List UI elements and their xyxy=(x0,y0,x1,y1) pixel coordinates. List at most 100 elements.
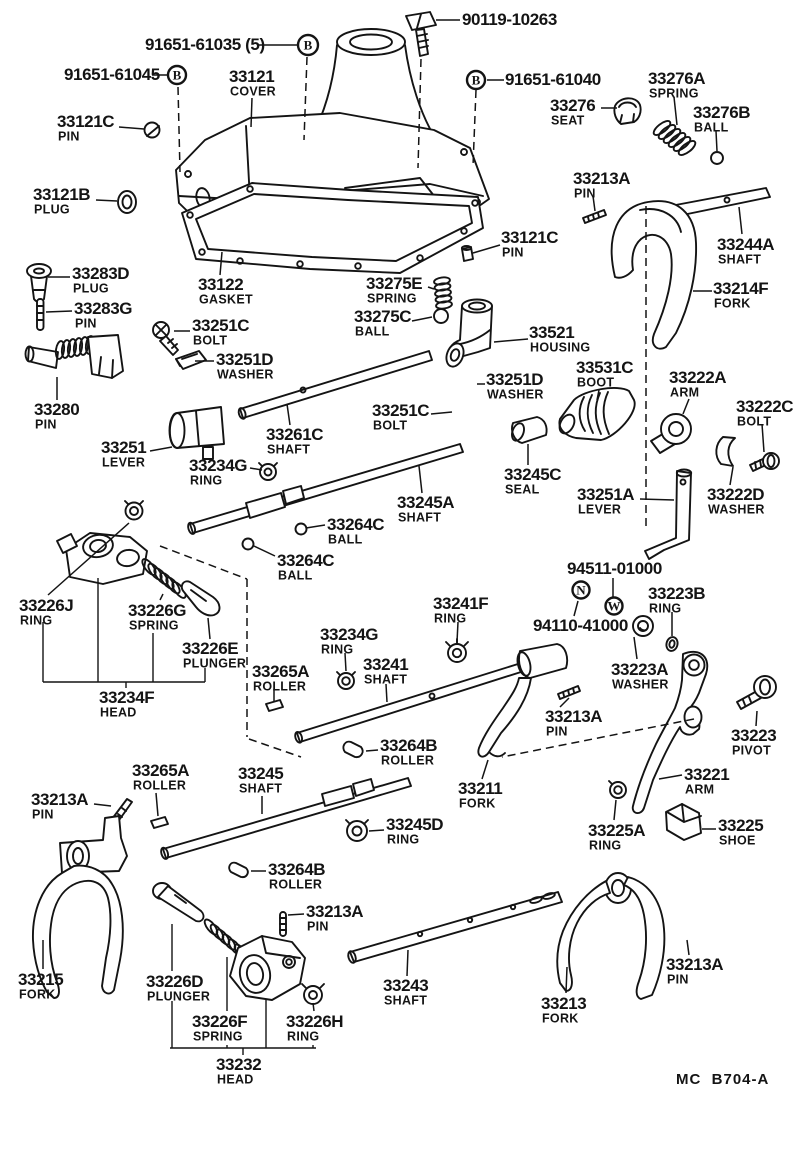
svg-text:33213A: 33213A xyxy=(306,902,363,921)
svg-text:33213A: 33213A xyxy=(31,790,88,809)
svg-text:RING: RING xyxy=(589,839,621,853)
leader-line xyxy=(159,593,164,601)
svg-text:FORK: FORK xyxy=(459,797,496,811)
svg-text:33232: 33232 xyxy=(216,1055,261,1074)
svg-text:SPRING: SPRING xyxy=(367,292,417,306)
svg-text:33251: 33251 xyxy=(101,438,146,457)
leader-line xyxy=(207,617,211,640)
leader-line xyxy=(93,803,112,807)
svg-text:FORK: FORK xyxy=(19,988,56,1002)
leader-line xyxy=(427,286,435,290)
svg-text:33213A: 33213A xyxy=(666,955,723,974)
drawing-number: MC B704-A xyxy=(676,1071,770,1088)
callout-b-circle: B xyxy=(465,69,487,91)
svg-text:33245D: 33245D xyxy=(386,815,443,834)
fork-33213-art xyxy=(556,872,666,1000)
arm-33222A-art xyxy=(650,413,692,454)
shaft-33245A-art xyxy=(187,443,464,535)
svg-text:33243: 33243 xyxy=(383,976,428,995)
svg-text:33245: 33245 xyxy=(238,764,283,783)
svg-text:33251C: 33251C xyxy=(372,401,429,420)
fork-33214F-art xyxy=(610,200,698,350)
svg-text:33226E: 33226E xyxy=(182,639,238,658)
ring-33245D-art xyxy=(345,819,369,842)
svg-text:B: B xyxy=(304,38,313,53)
svg-text:33213: 33213 xyxy=(541,994,586,1013)
lever-33251A-art xyxy=(644,468,693,560)
svg-text:33121C: 33121C xyxy=(501,228,558,247)
svg-text:RING: RING xyxy=(190,474,222,488)
svg-text:ARM: ARM xyxy=(685,783,714,797)
svg-text:SPRING: SPRING xyxy=(649,87,699,101)
svg-text:33121B: 33121B xyxy=(33,185,90,204)
leader-line xyxy=(249,467,263,471)
svg-text:33222D: 33222D xyxy=(707,485,764,504)
pin-33213A-d-art xyxy=(279,911,287,937)
svg-text:PIN: PIN xyxy=(75,317,97,331)
svg-text:WASHER: WASHER xyxy=(708,503,765,517)
svg-text:PLUG: PLUG xyxy=(34,203,70,217)
svg-text:PIN: PIN xyxy=(667,973,689,987)
svg-text:33221: 33221 xyxy=(684,765,729,784)
svg-text:33251C: 33251C xyxy=(192,316,249,335)
bolt-33251C-a-art xyxy=(152,321,179,356)
leader-line xyxy=(344,652,347,672)
svg-text:33251D: 33251D xyxy=(216,350,273,369)
leader-line xyxy=(596,389,600,401)
ring-33225A-art xyxy=(608,780,627,799)
svg-text:PIN: PIN xyxy=(32,808,54,822)
svg-text:33276A: 33276A xyxy=(648,69,705,88)
part-label-94110-41000: 94110-41000 xyxy=(533,616,628,635)
leader-line xyxy=(155,792,159,817)
leader-line xyxy=(368,829,385,832)
svg-text:BALL: BALL xyxy=(694,121,729,135)
svg-text:BALL: BALL xyxy=(278,569,313,583)
svg-text:33531C: 33531C xyxy=(576,358,633,377)
svg-text:33241: 33241 xyxy=(363,655,408,674)
part-drawings xyxy=(24,11,780,1005)
leader-line xyxy=(250,97,253,128)
ring-33241F-art xyxy=(445,638,469,663)
svg-text:33244A: 33244A xyxy=(717,235,774,254)
svg-text:W: W xyxy=(608,599,621,614)
fork-33211-art xyxy=(477,643,569,758)
ball-33276B-art xyxy=(710,151,724,165)
svg-text:BOOT: BOOT xyxy=(577,376,614,390)
leader-line xyxy=(573,600,579,617)
part-label-91651-61040: 91651-61040 xyxy=(505,70,601,89)
bolt-90119-art xyxy=(405,11,437,57)
svg-text:33265A: 33265A xyxy=(252,662,309,681)
assembly-dashed-line xyxy=(501,718,695,758)
svg-text:33251A: 33251A xyxy=(577,485,634,504)
svg-text:SPRING: SPRING xyxy=(129,619,179,633)
plunger-33226D-art xyxy=(152,882,205,923)
svg-text:33264C: 33264C xyxy=(327,515,384,534)
svg-text:33264B: 33264B xyxy=(380,736,437,755)
svg-text:SHAFT: SHAFT xyxy=(718,253,761,267)
